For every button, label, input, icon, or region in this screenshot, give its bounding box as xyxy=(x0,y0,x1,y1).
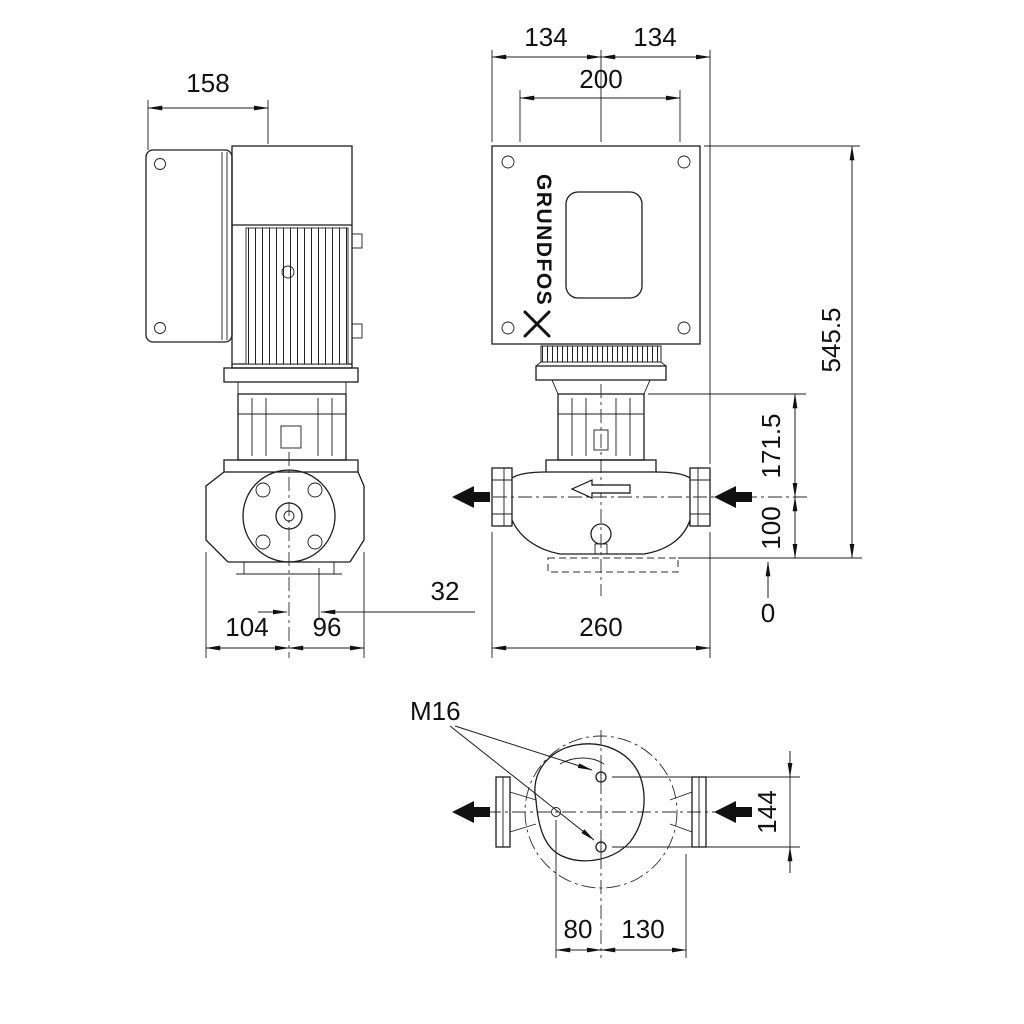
adapter-slant xyxy=(643,379,651,395)
motor-lug xyxy=(351,233,363,249)
flange-bolt-hole xyxy=(255,534,271,550)
nameplate xyxy=(565,191,643,299)
flange-bolt-hole xyxy=(307,534,323,550)
adapter-slant xyxy=(551,379,559,395)
motor-screw-icon xyxy=(501,321,515,335)
dim-545-5-label: 545.5 xyxy=(816,307,846,372)
front-view: GRUNDFOS xyxy=(452,22,862,658)
gauge-tapping-hole xyxy=(551,807,561,817)
flow-arrow-right-icon xyxy=(714,486,752,508)
casing-left-profile xyxy=(205,471,229,563)
volute-shoulder-left xyxy=(511,471,547,479)
motor-front xyxy=(491,145,701,345)
dim-130-label: 130 xyxy=(621,914,664,944)
motor-eyelet-icon xyxy=(281,265,295,279)
volute-outline-plan xyxy=(534,743,645,862)
flange-bolt-hole xyxy=(307,482,323,498)
pump-flange-plate-front xyxy=(545,459,657,473)
dim-100-label: 100 xyxy=(756,506,786,549)
flange-bolt-hole xyxy=(255,482,271,498)
dim-158-label: 158 xyxy=(186,68,229,98)
right-port-flange xyxy=(689,467,711,527)
brand-text: GRUNDFOS xyxy=(532,174,555,306)
fan-step xyxy=(660,361,667,367)
dim-80-label: 80 xyxy=(564,914,593,944)
volute-shoulder-right xyxy=(655,471,691,479)
drain-boss xyxy=(594,543,608,555)
dim-0-label: 0 xyxy=(761,598,775,628)
motor-flange-band xyxy=(223,367,359,383)
fan-step xyxy=(535,361,542,367)
shaft-window xyxy=(280,425,302,449)
dim-96-label: 96 xyxy=(313,612,342,642)
dim-134-right-label: 134 xyxy=(633,22,676,52)
dim-144-label: 144 xyxy=(752,790,782,833)
grundfos-mark-icon xyxy=(523,310,551,338)
casing-right-profile xyxy=(349,471,365,563)
volute-inner-arc xyxy=(559,757,605,765)
terminal-box xyxy=(145,149,233,343)
motor-screw-icon xyxy=(501,155,515,169)
dim-260-label: 260 xyxy=(579,612,622,642)
adapter-band xyxy=(535,365,667,381)
motor-screw-icon xyxy=(677,321,691,335)
brand-logo: GRUNDFOS xyxy=(523,174,555,338)
dim-104-label: 104 xyxy=(225,612,268,642)
dim-200-label: 200 xyxy=(579,64,622,94)
cooling-fins xyxy=(245,227,349,365)
flow-arrow-left-icon xyxy=(452,801,490,823)
neck-line xyxy=(509,791,537,801)
plan-view: M16 144 80 130 xyxy=(410,696,800,958)
base-plate-hidden xyxy=(547,557,679,573)
thread-label-m16: M16 xyxy=(410,696,461,726)
motor-lug xyxy=(351,323,363,339)
neck-line xyxy=(669,823,693,833)
dim-171-5-label: 171.5 xyxy=(756,413,786,478)
flow-direction-arrow-icon xyxy=(570,479,631,499)
leader-line-top-hole xyxy=(454,725,593,771)
flow-arrow-right-icon xyxy=(714,801,752,823)
dim-32-label: 32 xyxy=(431,576,460,606)
side-view: 158 32 104 96 xyxy=(145,68,475,658)
motor-screw-icon xyxy=(677,155,691,169)
coupling-lantern-side xyxy=(237,393,347,461)
box-screw-icon xyxy=(154,322,166,334)
neck-line xyxy=(509,823,537,833)
neck-line xyxy=(669,791,693,801)
leader-line-bottom-hole xyxy=(449,725,595,841)
fan-grille xyxy=(540,345,662,363)
box-screw-icon xyxy=(154,158,166,170)
pump-flange-plate-side xyxy=(223,459,359,473)
dim-134-left-label: 134 xyxy=(524,22,567,52)
flow-arrow-left-icon xyxy=(452,486,490,508)
